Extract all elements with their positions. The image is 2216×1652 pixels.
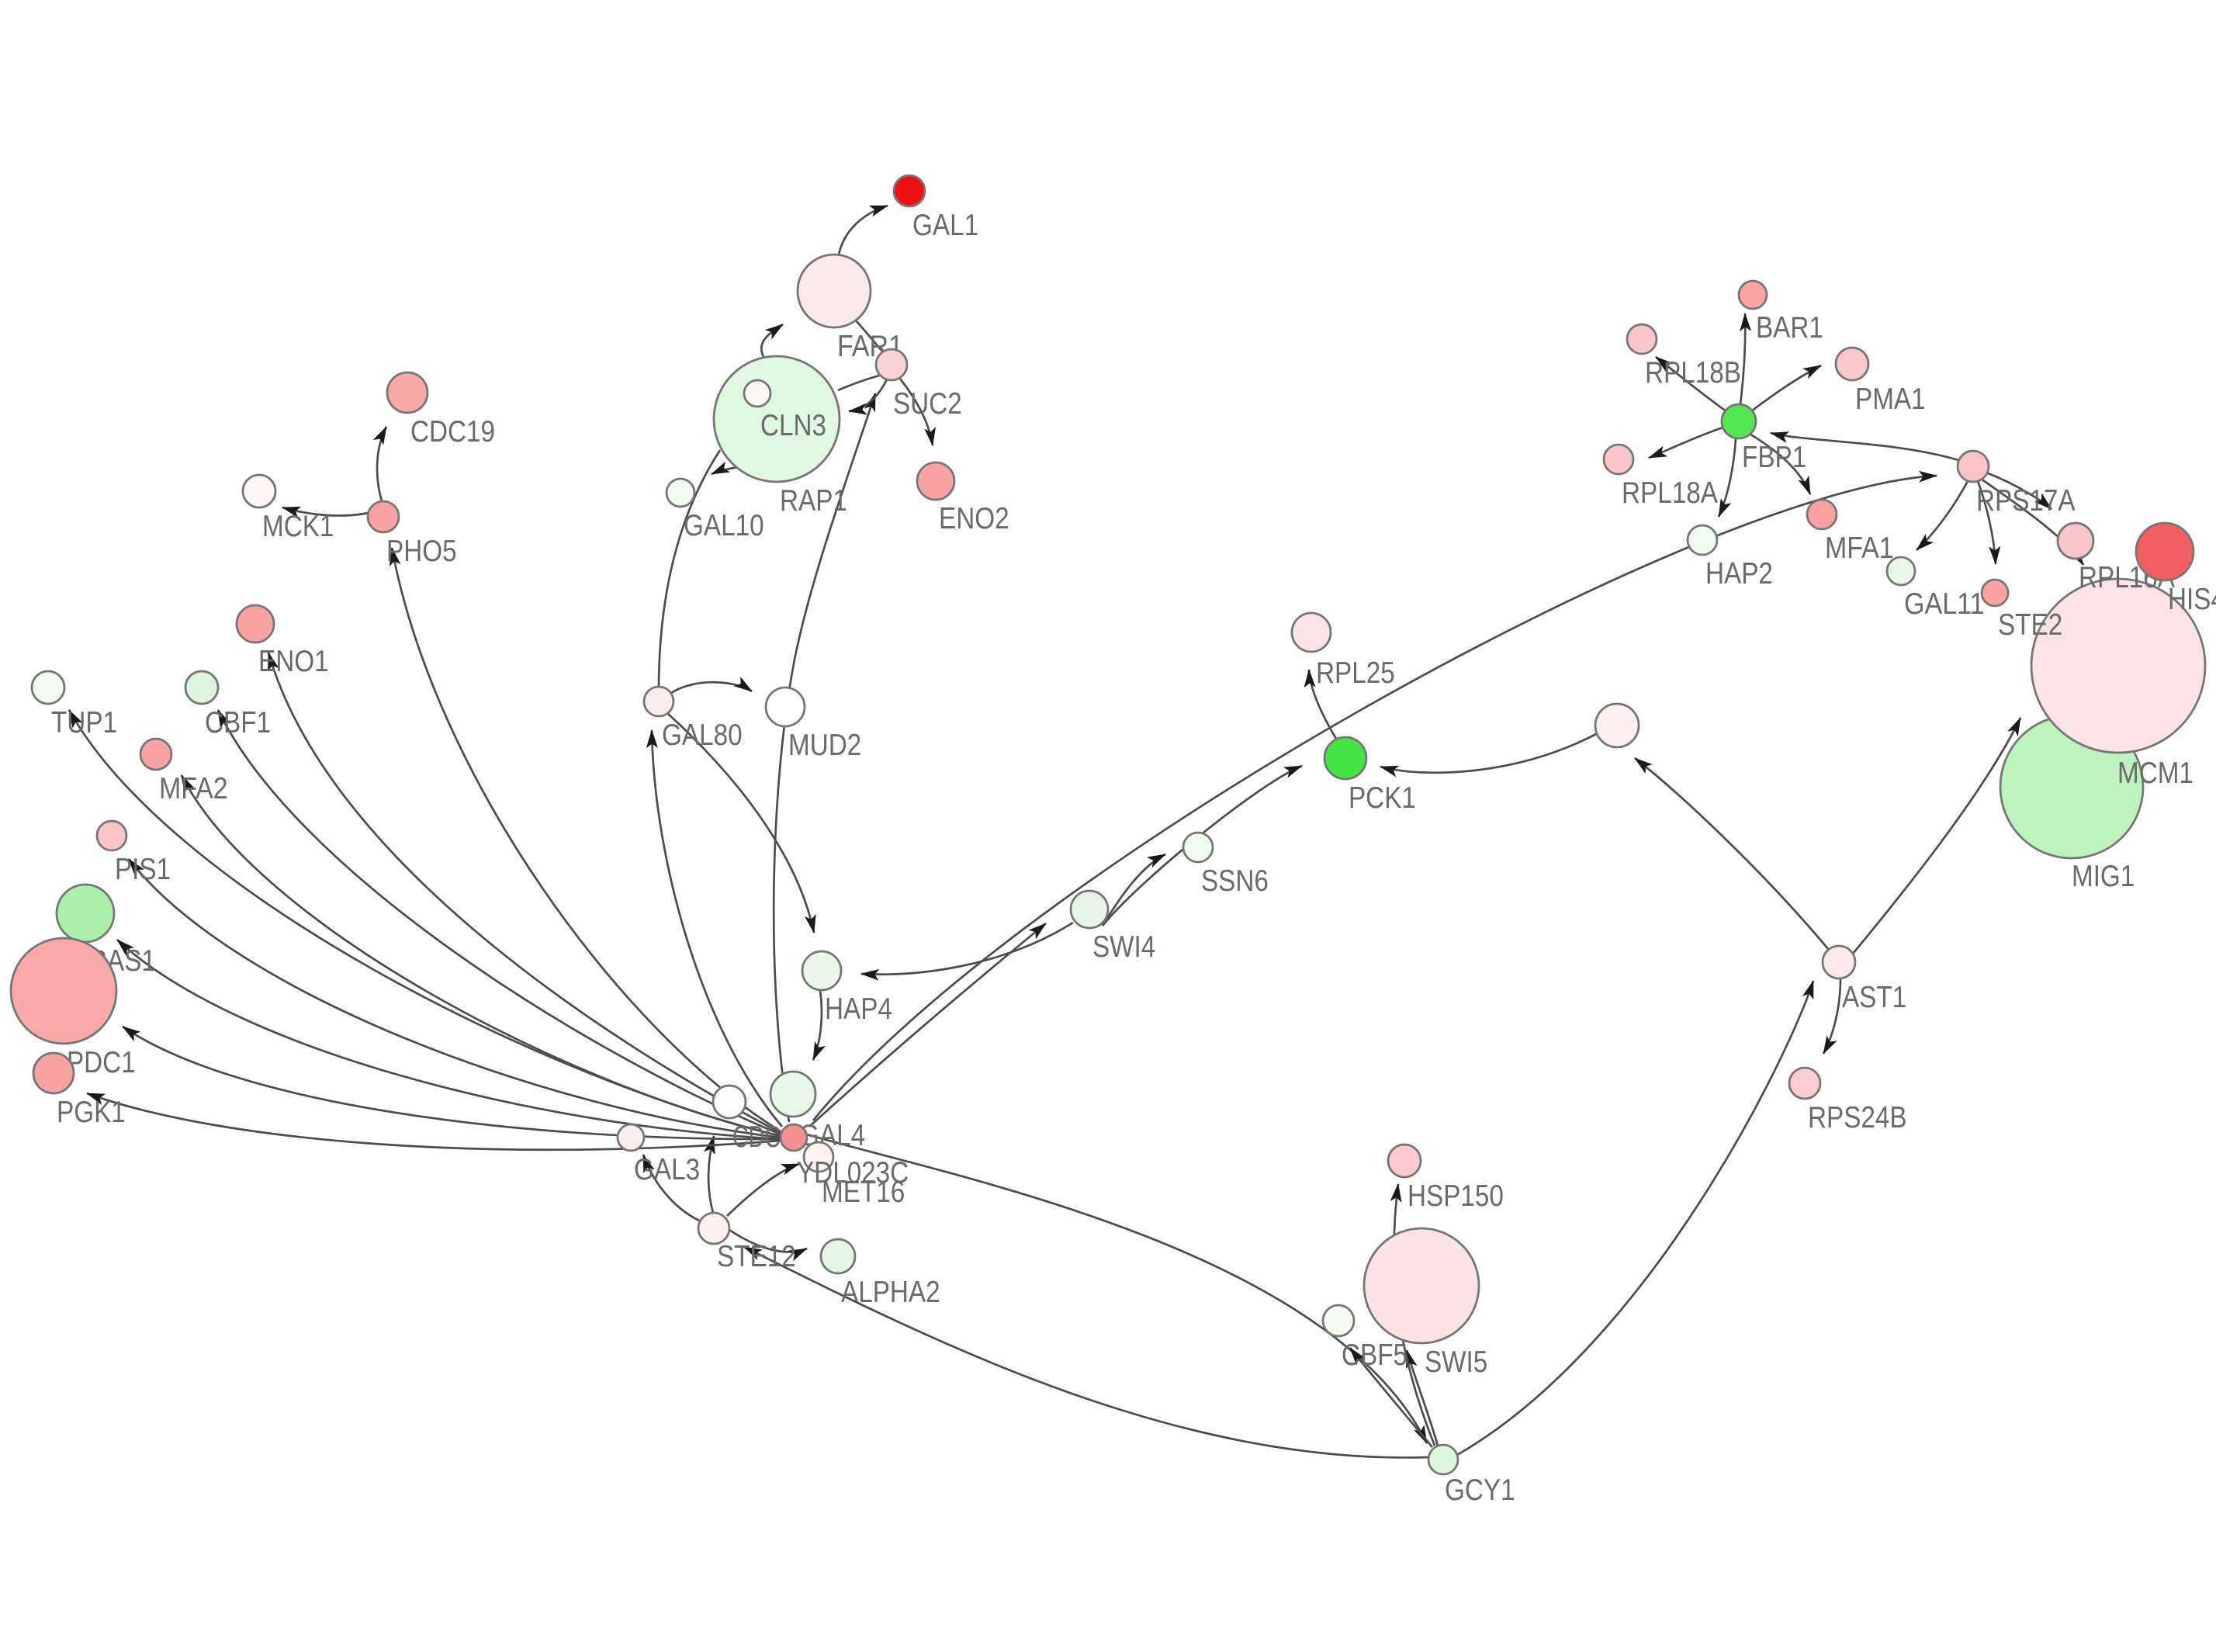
svg-text:GAL11: GAL11 — [1904, 587, 1985, 621]
svg-text:FBP1: FBP1 — [1742, 441, 1806, 474]
svg-text:HAP2: HAP2 — [1705, 557, 1773, 590]
svg-text:RAP1: RAP1 — [780, 484, 847, 518]
svg-text:MFA1: MFA1 — [1825, 532, 1894, 565]
svg-text:ALPHA2: ALPHA2 — [841, 1276, 940, 1309]
svg-text:PHO5: PHO5 — [386, 535, 457, 568]
svg-text:HIS4: HIS4 — [2168, 583, 2216, 616]
svg-text:YDL023C: YDL023C — [797, 1156, 909, 1190]
svg-text:ENO1: ENO1 — [258, 645, 329, 678]
svg-text:BAR1: BAR1 — [1756, 311, 1823, 345]
svg-text:CDC19: CDC19 — [410, 415, 495, 448]
svg-text:MCM1: MCM1 — [2117, 757, 2193, 790]
svg-text:SWI4: SWI4 — [1092, 930, 1155, 964]
svg-text:PIS1: PIS1 — [115, 853, 171, 886]
svg-text:CLN3: CLN3 — [760, 409, 826, 442]
svg-text:RPL18A: RPL18A — [1622, 476, 1718, 510]
svg-text:TUP1: TUP1 — [51, 706, 117, 739]
svg-text:HSP150: HSP150 — [1408, 1179, 1504, 1213]
svg-text:CBF1: CBF1 — [205, 706, 271, 739]
svg-text:MCK1: MCK1 — [262, 510, 334, 543]
svg-text:PDC1: PDC1 — [67, 1046, 136, 1079]
svg-text:RPS17A: RPS17A — [1976, 484, 2076, 518]
svg-text:MIG1: MIG1 — [2072, 860, 2135, 893]
svg-text:PMA1: PMA1 — [1855, 383, 1926, 416]
svg-text:GAL80: GAL80 — [662, 719, 743, 752]
svg-text:SUC2: SUC2 — [893, 387, 962, 421]
svg-text:CBF5: CBF5 — [1342, 1339, 1408, 1372]
svg-text:GAL1: GAL1 — [912, 209, 978, 242]
svg-text:MFA2: MFA2 — [159, 772, 228, 805]
svg-text:PCK1: PCK1 — [1349, 781, 1416, 815]
svg-text:STE2: STE2 — [1998, 608, 2062, 642]
svg-text:PGK1: PGK1 — [57, 1096, 126, 1129]
svg-text:SWI5: SWI5 — [1425, 1345, 1487, 1379]
svg-text:CDC: CDC — [732, 1120, 781, 1154]
svg-text:SSN6: SSN6 — [1201, 864, 1269, 898]
svg-text:MUD2: MUD2 — [788, 729, 861, 762]
svg-text:GCY1: GCY1 — [1445, 1474, 1515, 1507]
svg-text:HAP4: HAP4 — [825, 992, 892, 1026]
svg-text:MET16: MET16 — [822, 1176, 905, 1209]
svg-text:AST1: AST1 — [1842, 981, 1906, 1014]
svg-text:GAL10: GAL10 — [684, 509, 764, 542]
svg-text:GAL3: GAL3 — [634, 1153, 700, 1186]
svg-text:ENO2: ENO2 — [939, 502, 1009, 535]
svg-text:STE12: STE12 — [717, 1240, 796, 1273]
svg-text:RPL18B: RPL18B — [1645, 356, 1741, 390]
svg-text:RPL25: RPL25 — [1316, 656, 1395, 690]
svg-text:RPS24B: RPS24B — [1808, 1101, 1907, 1134]
